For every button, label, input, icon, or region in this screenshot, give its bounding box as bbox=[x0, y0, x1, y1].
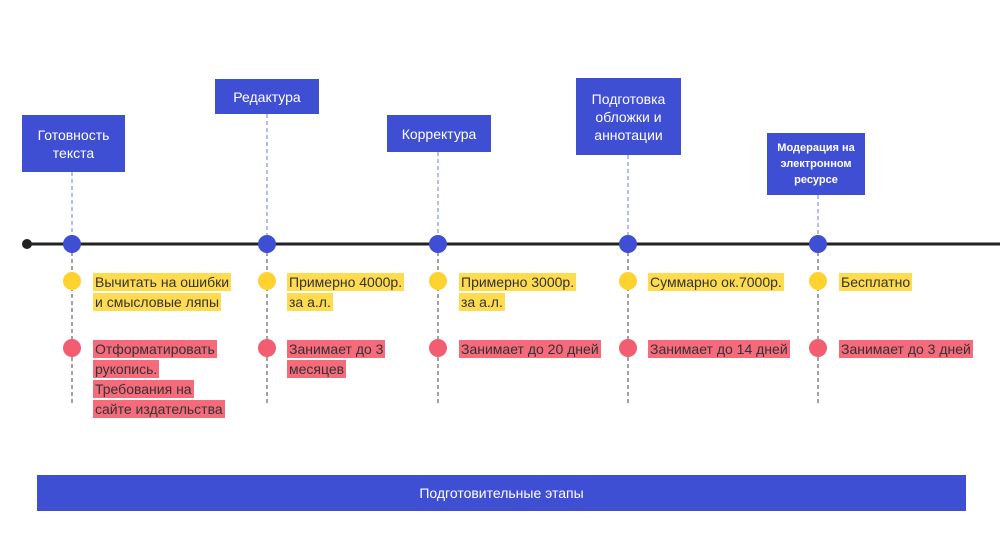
cost-note-2: Примерно 4000р. за а.л. bbox=[287, 272, 405, 312]
time-note-text-2: Занимает до 3 месяцев bbox=[287, 340, 386, 378]
cost-note-text-1: Вычитать на ошибки и смысловые ляпы bbox=[93, 273, 232, 311]
cost-dot-4 bbox=[619, 272, 637, 290]
cost-dot-3 bbox=[429, 272, 447, 290]
cost-note-text-5: Бесплатно bbox=[839, 273, 913, 291]
time-note-3: Занимает до 20 дней bbox=[459, 339, 601, 359]
cost-note-1: Вычитать на ошибки и смысловые ляпы bbox=[93, 272, 232, 312]
time-note-text-1: Отформатировать рукопись. Требования на … bbox=[93, 340, 225, 418]
milestone-dot-3 bbox=[429, 235, 447, 253]
time-note-1: Отформатировать рукопись. Требования на … bbox=[93, 339, 225, 419]
time-dot-5 bbox=[809, 339, 827, 357]
preparatory-stages-bar: Подготовительные этапы bbox=[37, 475, 966, 511]
stage-label-3: Корректура bbox=[387, 115, 491, 152]
time-note-text-4: Занимает до 14 дней bbox=[648, 340, 790, 358]
milestone-dot-1 bbox=[63, 235, 81, 253]
milestone-dot-5 bbox=[809, 235, 827, 253]
timeline-start-dot bbox=[22, 239, 32, 249]
milestone-dot-4 bbox=[619, 235, 637, 253]
time-dot-2 bbox=[258, 339, 276, 357]
milestone-dot-2 bbox=[258, 235, 276, 253]
time-dot-1 bbox=[63, 339, 81, 357]
cost-note-text-4: Суммарно ок.7000р. bbox=[648, 273, 784, 291]
cost-note-text-3: Примерно 3000р. за а.л. bbox=[459, 273, 577, 311]
time-note-2: Занимает до 3 месяцев bbox=[287, 339, 386, 379]
time-dot-4 bbox=[619, 339, 637, 357]
cost-dot-5 bbox=[809, 272, 827, 290]
cost-dot-2 bbox=[258, 272, 276, 290]
cost-dot-1 bbox=[63, 272, 81, 290]
stage-label-1: Готовность текста bbox=[22, 115, 125, 172]
stage-label-2: Редактура bbox=[215, 79, 319, 114]
cost-note-3: Примерно 3000р. за а.л. bbox=[459, 272, 577, 312]
cost-note-5: Бесплатно bbox=[839, 272, 913, 292]
preparatory-stages-label: Подготовительные этапы bbox=[419, 485, 584, 501]
time-dot-3 bbox=[429, 339, 447, 357]
stage-label-5: Модерация на электронном ресурсе bbox=[767, 133, 865, 195]
time-note-5: Занимает до 3 дней bbox=[839, 339, 973, 359]
time-note-text-3: Занимает до 20 дней bbox=[459, 340, 601, 358]
time-note-4: Занимает до 14 дней bbox=[648, 339, 790, 359]
stage-label-4: Подготовка обложки и аннотации bbox=[576, 78, 681, 155]
cost-note-4: Суммарно ок.7000р. bbox=[648, 272, 784, 292]
cost-note-text-2: Примерно 4000р. за а.л. bbox=[287, 273, 405, 311]
time-note-text-5: Занимает до 3 дней bbox=[839, 340, 973, 358]
